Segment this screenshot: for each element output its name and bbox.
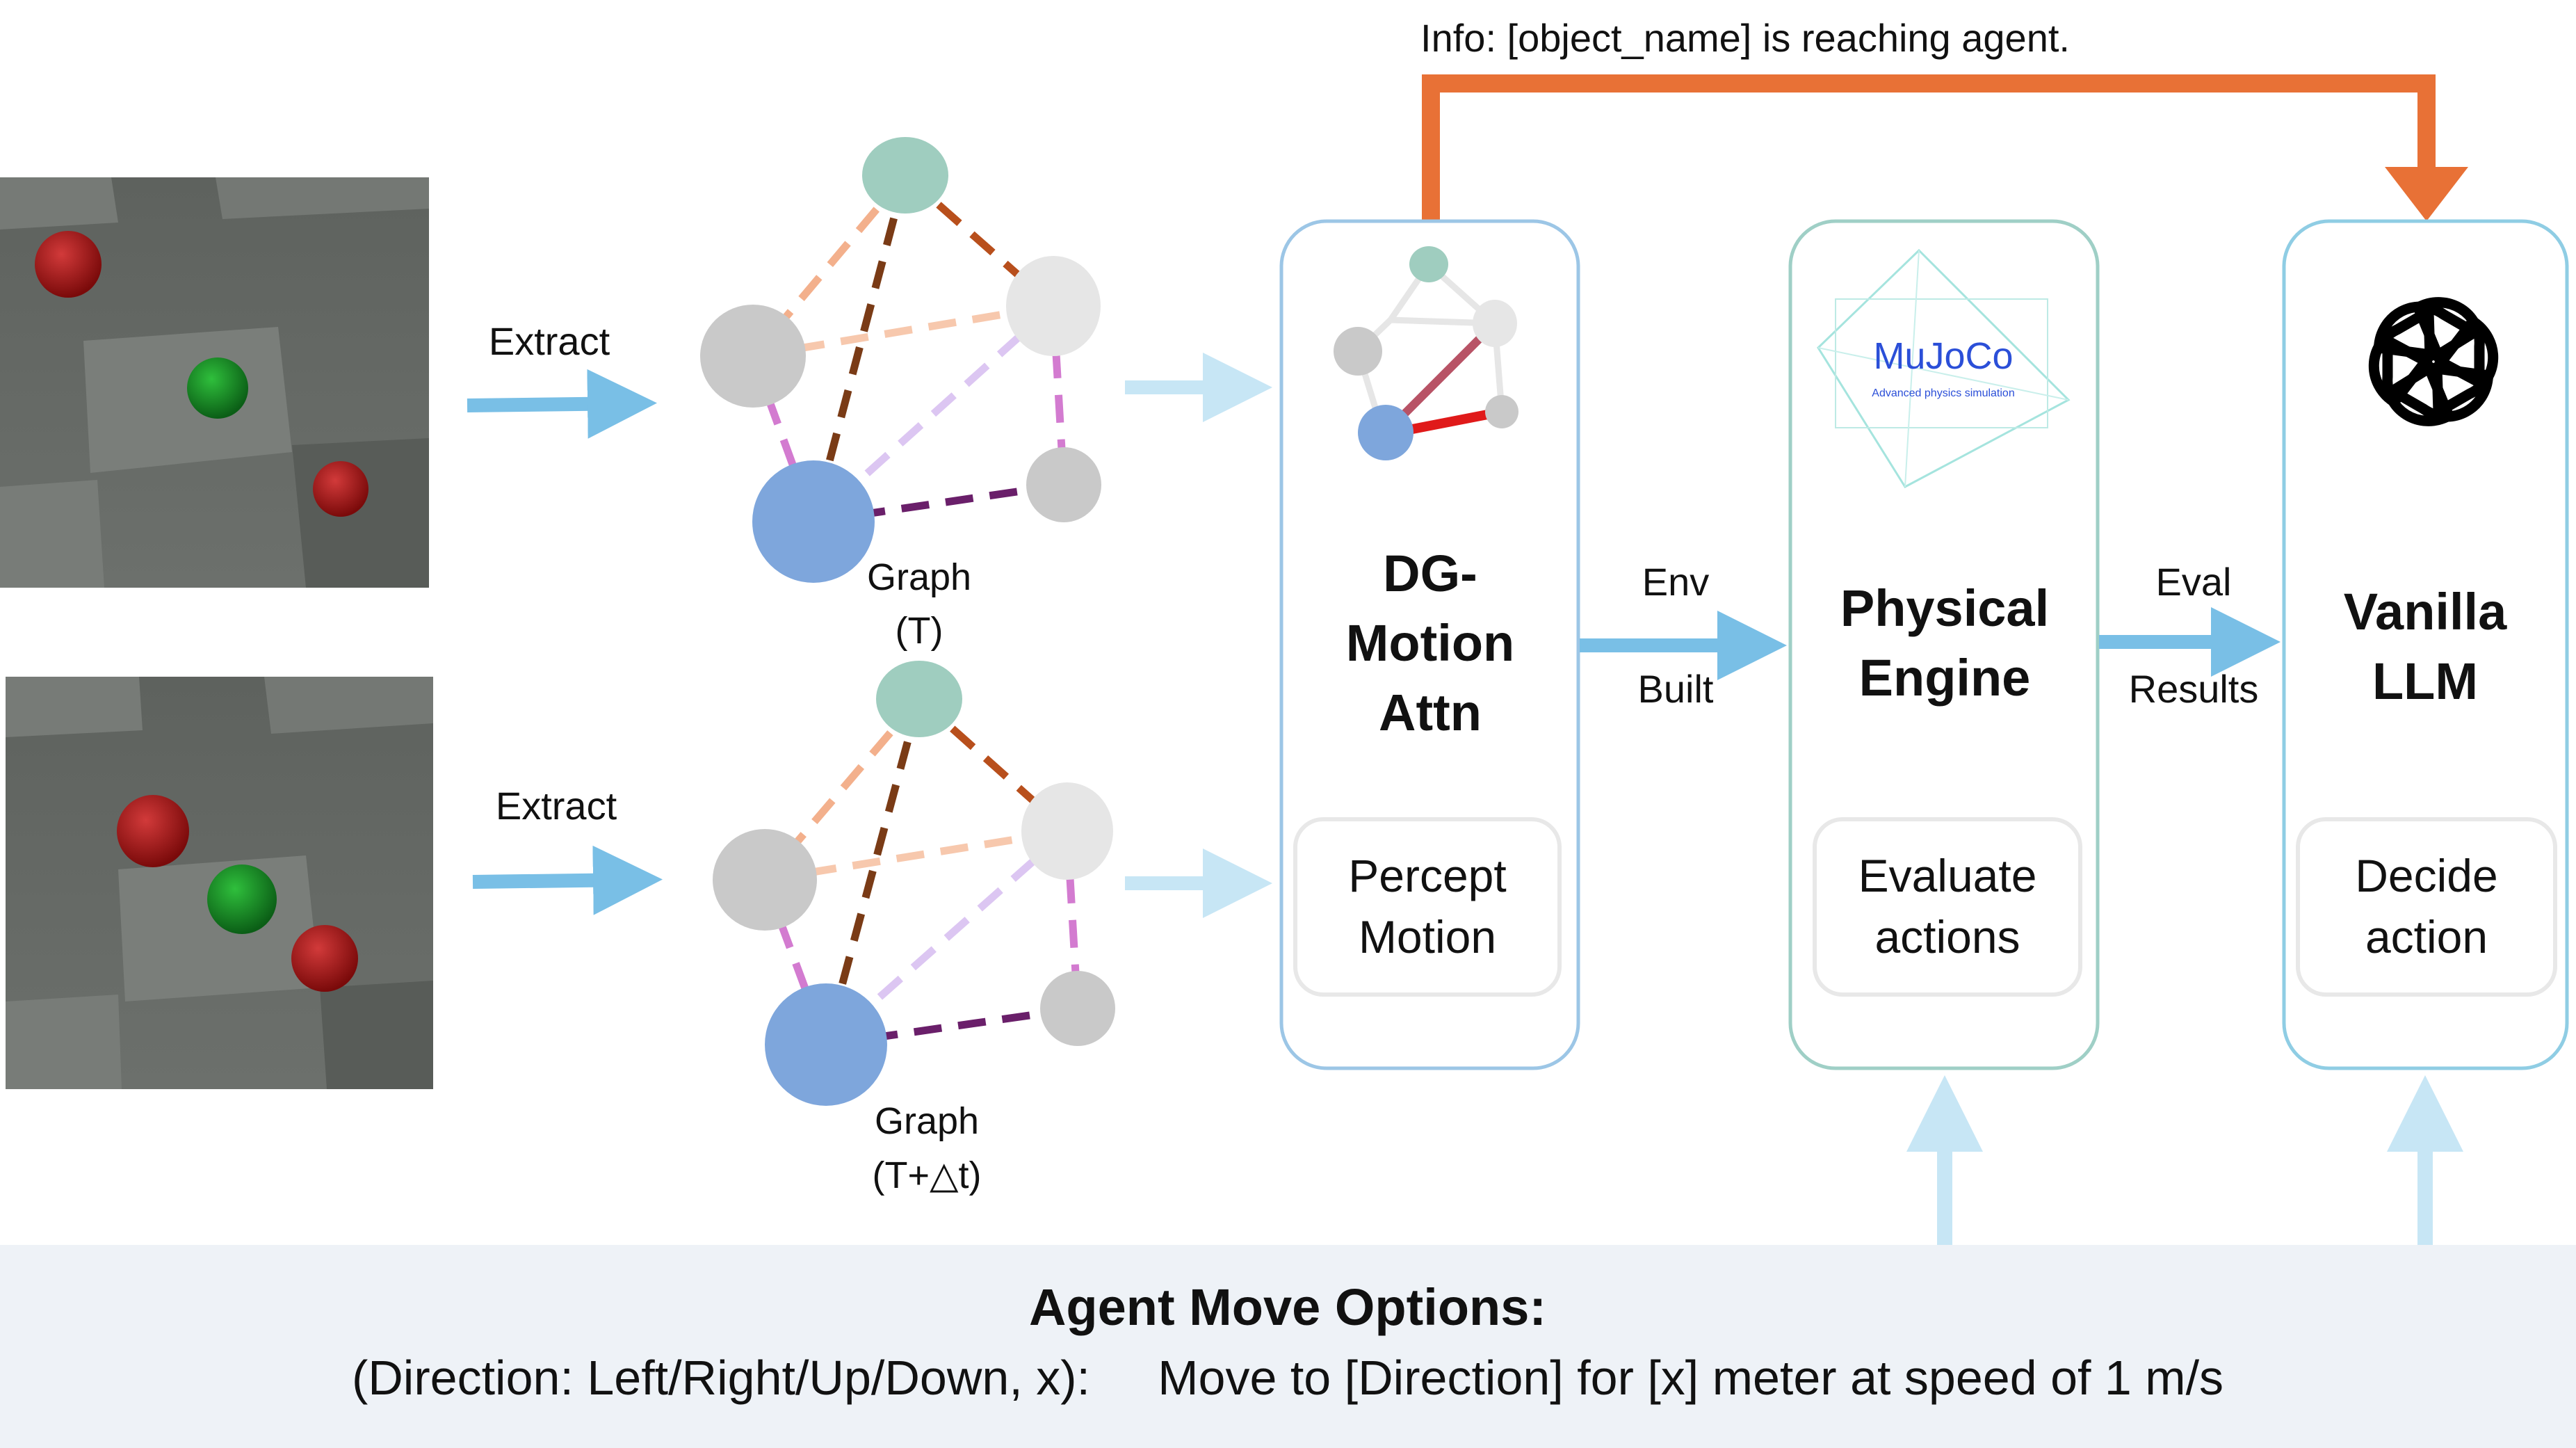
green-ball: [207, 864, 277, 934]
agent-options-title: Agent Move Options:: [1029, 1278, 1546, 1336]
vanilla-llm-title-2: LLM: [2372, 652, 2478, 710]
dg-motion-title-1: DG-: [1383, 545, 1477, 602]
graph-node-light: [1021, 782, 1113, 880]
graph-node-grey: [700, 305, 806, 408]
vanilla-llm-title-1: Vanilla: [2344, 583, 2507, 641]
evaluate-actions-box: [1813, 817, 2082, 997]
mujoco-logo-text: MuJoCo: [1873, 335, 2013, 377]
graph-node-grey: [1026, 447, 1101, 522]
env-built-label-1: Env: [1642, 560, 1710, 604]
dg-motion-title-3: Attn: [1379, 684, 1482, 741]
info-arrow: [1422, 74, 2468, 221]
motion-graph-icon: [1334, 246, 1518, 460]
decide-action-box: [2296, 817, 2557, 997]
agent-options-line: (Direction: Left/Right/Up/Down, x): Move…: [352, 1351, 2223, 1405]
evaluate-actions-line-1: Evaluate: [1858, 850, 2037, 901]
info-label: Info: [object_name] is reaching agent.: [1420, 16, 2070, 60]
mujoco-logo-subtext: Advanced physics simulation: [1872, 387, 2014, 399]
red-ball: [117, 795, 189, 867]
frame-image-t-plus-dt: [6, 677, 433, 1089]
physical-engine-title-1: Physical: [1840, 579, 2049, 637]
decide-action-line-1: Decide: [2355, 850, 2497, 901]
eval-results-label-1: Eval: [2156, 560, 2232, 604]
extract-label-2: Extract: [496, 784, 617, 828]
percept-motion-line-1: Percept: [1348, 850, 1506, 901]
physical-engine-title-2: Engine: [1859, 649, 2031, 707]
graph-node-light: [1006, 256, 1101, 356]
graph-node-teal: [876, 661, 962, 737]
evaluate-actions-line-2: actions: [1874, 911, 2020, 963]
graph-label-t-1: Graph: [867, 556, 971, 598]
graph-t-nodes: [700, 137, 1101, 583]
graph-label-tdt-2: (T+△t): [872, 1155, 981, 1196]
graph-node-grey: [713, 829, 817, 931]
red-ball: [313, 461, 368, 517]
openai-logo-icon: [2368, 297, 2499, 426]
dg-motion-title-2: Motion: [1346, 614, 1514, 672]
red-ball: [291, 925, 358, 992]
eval-results-label-2: Results: [2129, 667, 2259, 711]
agent-options-panel: [0, 1245, 2576, 1448]
env-built-label-2: Built: [1638, 667, 1714, 711]
red-ball: [35, 231, 102, 298]
mujoco-logo-icon: MuJoCo Advanced physics simulation: [1817, 248, 2071, 488]
graph-t-plus-dt-nodes: [713, 661, 1115, 1106]
graph-node-agent: [765, 983, 887, 1106]
extract-arrow-1: [467, 369, 657, 439]
graph-label-tdt-1: Graph: [875, 1100, 979, 1142]
frame-image-t: [0, 177, 429, 588]
graph-node-teal: [862, 137, 948, 214]
green-ball: [187, 357, 248, 419]
graph-label-t-2: (T): [896, 610, 943, 652]
graph-node-agent: [752, 460, 875, 583]
extract-label-1: Extract: [489, 319, 610, 363]
percept-motion-line-2: Motion: [1359, 911, 1496, 963]
percept-motion-box: [1293, 817, 1562, 997]
decide-action-line-2: action: [2365, 911, 2488, 963]
extract-arrow-2: [472, 845, 663, 915]
graph-node-grey: [1040, 971, 1115, 1046]
